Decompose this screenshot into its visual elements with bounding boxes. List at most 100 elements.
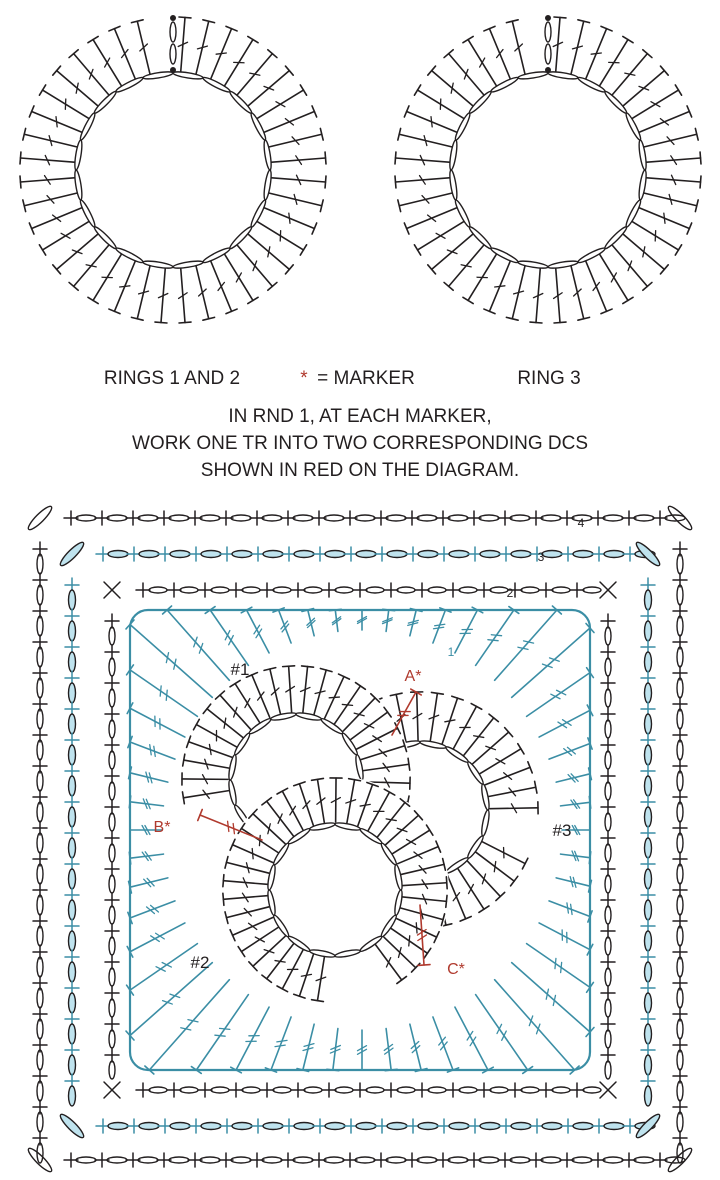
single-crochet-stitch <box>104 706 120 722</box>
double-crochet-stitch <box>403 207 458 235</box>
double-crochet-stitch <box>622 233 670 275</box>
chain-stitch <box>241 586 261 594</box>
chain-stitch <box>394 864 403 891</box>
double-crochet-stitch <box>529 267 544 324</box>
chain-stitch <box>202 247 231 264</box>
chain-stitch <box>199 1156 221 1164</box>
corner-stitch <box>103 581 121 599</box>
square-rounds <box>27 505 693 1173</box>
double-crochet-stitch <box>552 16 567 73</box>
chain-stitch <box>137 514 159 522</box>
chain-stitch <box>108 781 116 801</box>
treble-crochet-stitch <box>510 961 595 1038</box>
chain-stitch <box>643 1085 653 1107</box>
double-crochet-stitch <box>51 65 99 107</box>
chain-stitch <box>67 651 77 673</box>
chain-stitch <box>676 739 684 761</box>
chain-stitch <box>108 657 116 677</box>
chain-stitch <box>67 899 77 921</box>
treble-crochet-stitch <box>454 1006 495 1074</box>
double-crochet-stitch <box>394 151 451 166</box>
chain-stitch <box>643 713 653 735</box>
treble-crochet-stitch <box>355 1029 369 1071</box>
chain-stitch <box>169 1121 191 1131</box>
corner-chain <box>635 541 661 567</box>
single-crochet-stitch <box>600 954 616 970</box>
chain-stitch <box>108 874 116 894</box>
chain-stitch <box>449 169 458 201</box>
treble-crochet-stitch <box>126 922 186 958</box>
double-crochet-stitch <box>192 718 238 748</box>
chain-stitch <box>261 514 283 522</box>
chain-stitch <box>74 139 83 171</box>
chain-stitch <box>385 514 407 522</box>
chain-stitch <box>303 586 323 594</box>
chain-stitch <box>544 21 552 43</box>
chain-stitch <box>115 76 144 93</box>
turning-chain <box>544 15 552 73</box>
chain-stitch <box>604 719 612 739</box>
double-crochet-stitch <box>154 267 169 324</box>
treble-crochet-stitch <box>240 606 270 654</box>
double-crochet-stitch <box>181 772 229 786</box>
chain-stitch <box>544 43 552 65</box>
square-motif-chart <box>27 505 693 1173</box>
chain-stitch <box>172 260 204 269</box>
single-crochet-stitch <box>600 1016 616 1032</box>
chain-stitch <box>676 925 684 947</box>
double-crochet-stitch <box>263 666 282 715</box>
treble-crochet-stitch <box>204 605 250 667</box>
chain-stitch <box>447 1156 469 1164</box>
double-crochet-stitch <box>28 105 83 133</box>
chain-stitch <box>169 549 191 559</box>
chain-stitch <box>67 744 77 766</box>
chain-stitch <box>520 586 540 594</box>
chain-stitch <box>517 260 549 269</box>
chain-stitch <box>108 936 116 956</box>
chain-stitch <box>385 1156 407 1164</box>
double-crochet-stitch <box>236 48 278 96</box>
chain-stitch <box>210 1086 230 1094</box>
chain-stitch <box>458 586 478 594</box>
caption-marker: = MARKER <box>317 368 415 389</box>
chain-stitch <box>292 1156 314 1164</box>
double-crochet-stitch <box>223 253 259 305</box>
chain-stitch <box>510 549 532 559</box>
chain-stitch <box>604 626 612 646</box>
chain-stitch <box>449 139 458 171</box>
chain-stitch <box>263 169 272 201</box>
single-crochet-stitch <box>600 768 616 784</box>
chain-stitch <box>303 1086 323 1094</box>
chain-stitch <box>582 586 602 594</box>
chain-stitch <box>540 514 562 522</box>
chain-stitch <box>142 260 174 269</box>
chain-stitch <box>643 837 653 859</box>
double-crochet-stitch <box>329 777 343 823</box>
double-crochet-stitch <box>130 265 151 321</box>
single-crochet-stitch <box>104 737 120 753</box>
single-crochet-stitch <box>600 985 616 1001</box>
chain-stitch <box>454 199 471 228</box>
single-crochet-stitch <box>321 582 337 598</box>
square-round-1-stitches <box>125 605 595 1075</box>
chain-stitch <box>520 1086 540 1094</box>
chain-stitch <box>572 549 594 559</box>
chain-stitch <box>36 1018 44 1040</box>
double-crochet-stitch <box>475 851 519 887</box>
double-crochet-stitch <box>68 48 110 96</box>
chain-stitch <box>603 1121 625 1131</box>
instruction-line-2: WORK ONE TR INTO TWO CORRESPONDING DCS <box>132 433 588 454</box>
double-crochet-stitch <box>479 742 525 775</box>
chain-stitch <box>676 615 684 637</box>
chain-stitch <box>324 549 346 559</box>
chain-stitch <box>108 750 116 770</box>
chain-stitch <box>355 549 377 559</box>
double-crochet-stitch <box>426 233 474 275</box>
double-crochet-stitch <box>452 702 483 750</box>
single-crochet-stitch <box>507 1082 523 1098</box>
ring-2 <box>221 776 449 1004</box>
chain-stitch <box>365 586 385 594</box>
double-crochet-stitch <box>276 949 304 993</box>
single-crochet-stitch <box>259 1082 275 1098</box>
chain-stitch <box>577 247 606 264</box>
